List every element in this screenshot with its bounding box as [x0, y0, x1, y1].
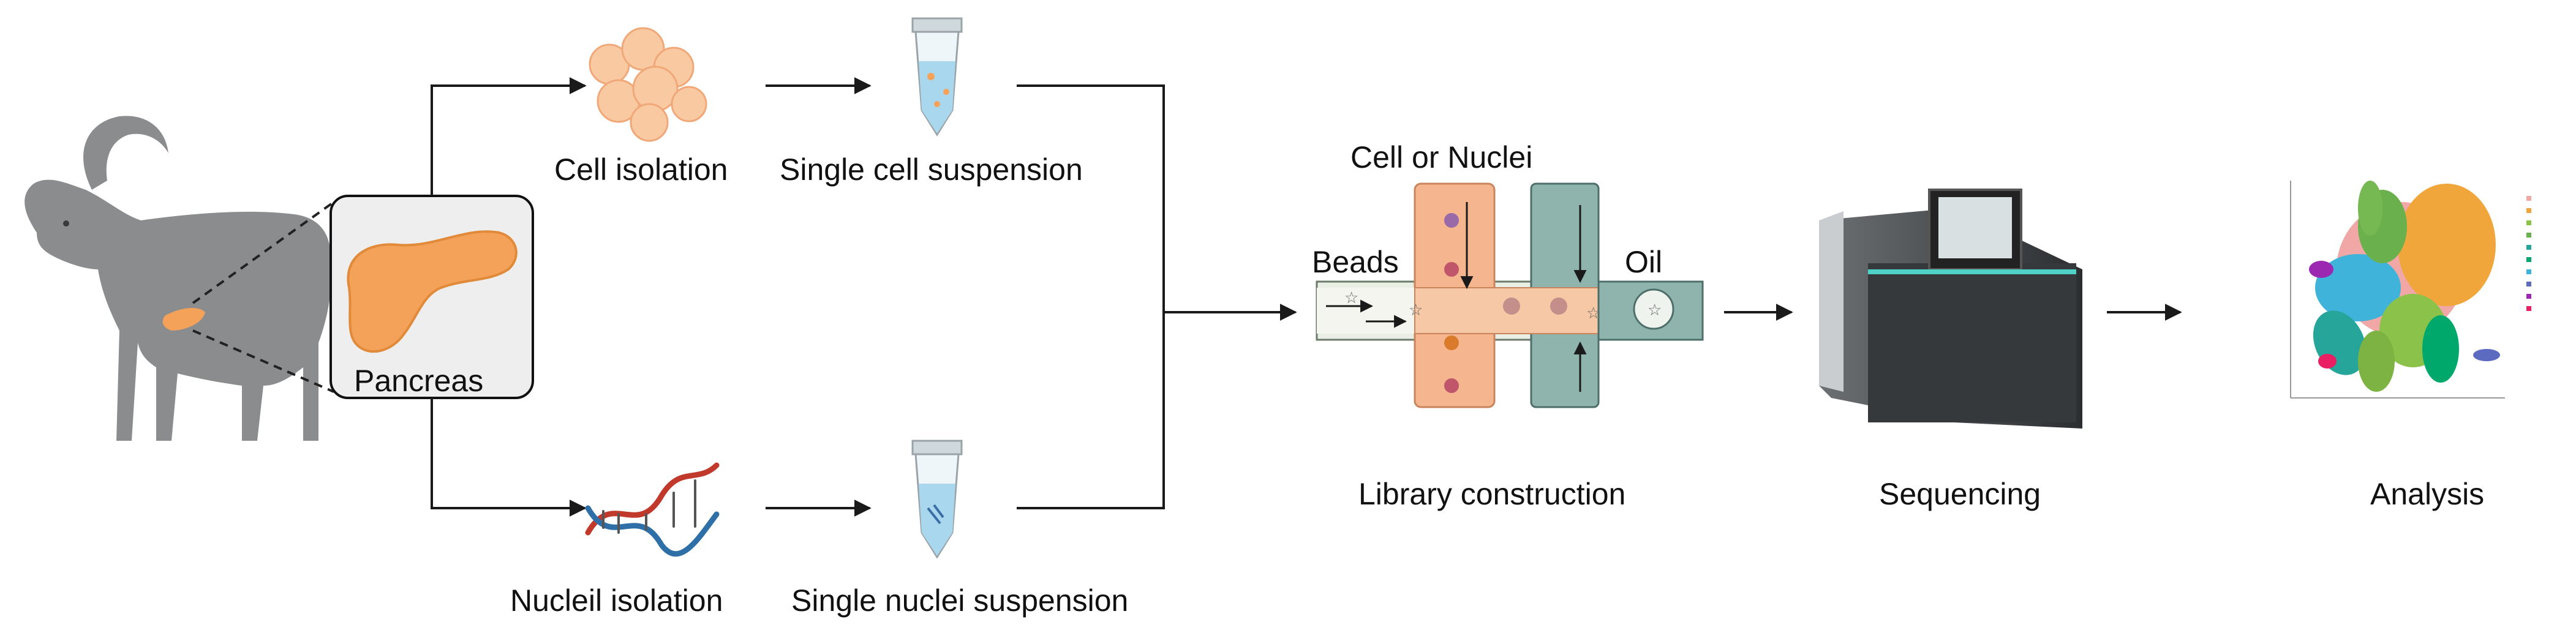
zoom-line-bottom: [192, 329, 334, 393]
label-beads: Beads: [1312, 245, 1399, 279]
svg-text:☆: ☆: [1586, 304, 1600, 323]
label-oil: Oil: [1625, 245, 1663, 279]
label-sequencing: Sequencing: [1879, 477, 2041, 511]
connector-bottom: [1017, 312, 1165, 509]
branch-arrow-top: [431, 77, 587, 196]
pancreas-icon: [347, 230, 518, 353]
nuclei-suspension-tube-icon: [911, 440, 963, 559]
label-single-cell-suspension: Single cell suspension: [780, 152, 1083, 187]
branch-arrow-bottom: [431, 398, 587, 517]
dna-icon: [585, 462, 720, 557]
label-analysis: Analysis: [2370, 477, 2485, 511]
cell-suspension-tube-icon: [911, 17, 963, 137]
svg-text:☆: ☆: [1648, 301, 1662, 320]
label-single-nuclei-suspension: Single nuclei suspension: [791, 583, 1129, 618]
umap-plot-icon: [2290, 181, 2531, 399]
sequencer-icon: [1819, 189, 2082, 429]
label-cell-or-nuclei: Cell or Nuclei: [1350, 140, 1533, 174]
label-cell-isolation: Cell isolation: [554, 152, 728, 187]
label-library-construction: Library construction: [1358, 477, 1626, 511]
goat-icon: [24, 116, 332, 441]
cell-cluster-icon: [589, 27, 707, 142]
label-pancreas: Pancreas: [354, 364, 484, 398]
goat-pancreas-marker: [162, 308, 205, 331]
label-nuclei-isolation: Nucleil isolation: [510, 583, 723, 618]
svg-text:☆: ☆: [1344, 289, 1358, 307]
connector-top: [1017, 84, 1165, 312]
svg-text:☆: ☆: [1409, 301, 1423, 320]
microfluidic-chip-icon: ☆ ☆ ☆ ☆: [1316, 182, 1704, 408]
